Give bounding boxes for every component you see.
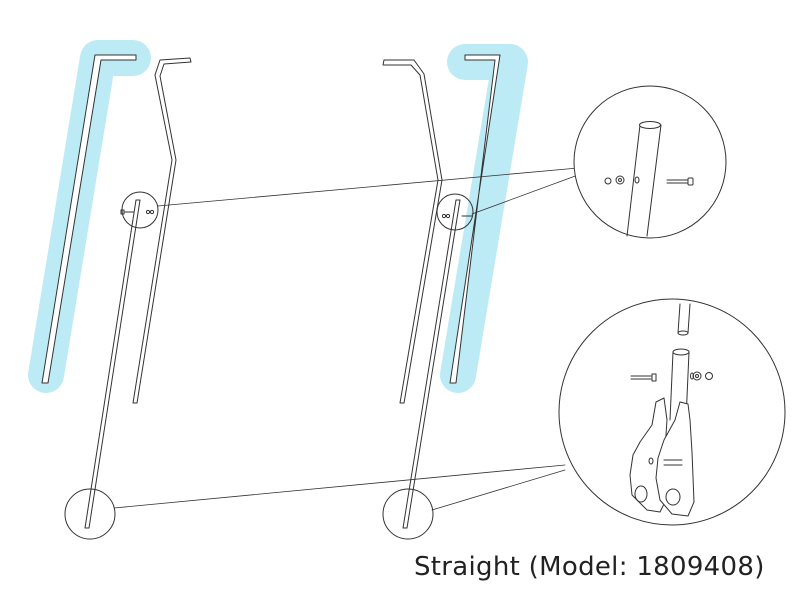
nut-icon [604, 175, 625, 185]
model-caption: Straight (Model: 1809408) [414, 552, 765, 582]
highlighted-handle-right [440, 44, 528, 393]
detail-zoom-top [573, 85, 727, 239]
detail-circle-right-bottom [382, 488, 434, 540]
right-bent-rail [382, 59, 443, 404]
detail-circle-left-bottom [64, 488, 116, 540]
detail-circle-right-top [436, 193, 474, 231]
right-straight-rail [402, 199, 461, 529]
left-bent-rail [132, 57, 192, 404]
bolt-icon [120, 209, 155, 215]
washer-icon [441, 213, 473, 219]
highlighted-handle-left [28, 40, 151, 393]
leader-lines [113, 167, 579, 511]
detail-zoom-bottom [558, 298, 786, 526]
left-straight-rail [84, 199, 141, 529]
